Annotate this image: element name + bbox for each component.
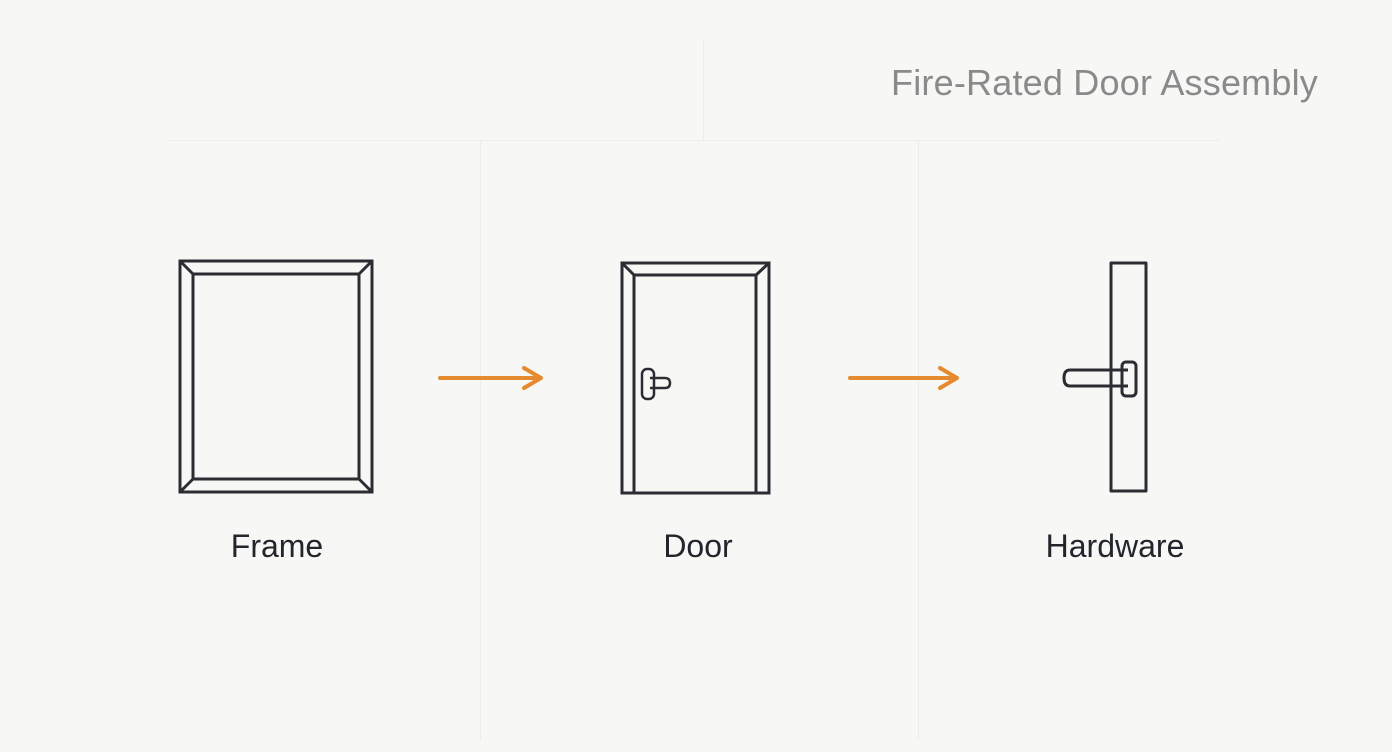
- arrow-right-icon: [438, 366, 543, 390]
- door-handle-hardware-icon: [1062, 261, 1148, 493]
- guide-line: [703, 40, 704, 140]
- door-frame-icon: [178, 259, 374, 494]
- step-label-hardware: Hardware: [1045, 528, 1185, 564]
- guide-line: [918, 140, 919, 740]
- arrow-right-icon: [848, 366, 959, 390]
- guide-line: [480, 140, 481, 740]
- diagram-title: Fire-Rated Door Assembly: [891, 62, 1318, 103]
- door-handle-icon: [640, 367, 672, 401]
- step-label-frame: Frame: [230, 528, 324, 564]
- guide-line: [170, 140, 1220, 141]
- door-icon: [620, 261, 771, 495]
- step-label-door: Door: [663, 528, 733, 564]
